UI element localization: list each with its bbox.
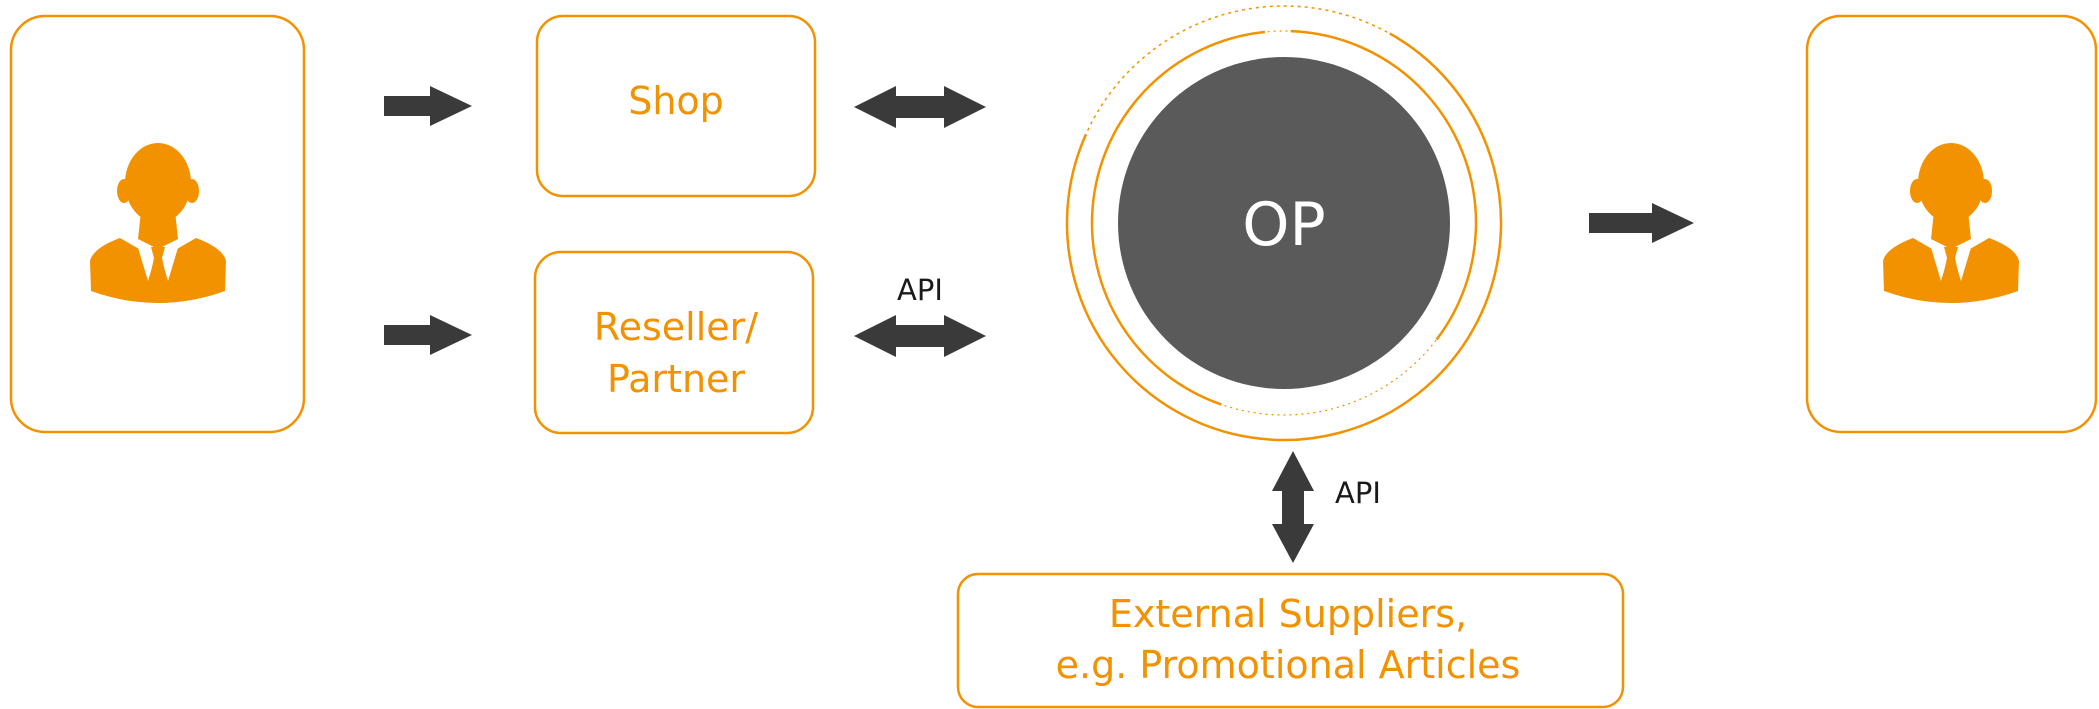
external-suppliers-line2: e.g. Promotional Articles (1056, 643, 1521, 687)
api-label-op-external: API (1335, 476, 1381, 510)
op-dotted-ring (1066, 5, 1502, 441)
reseller-label-line2: Partner (607, 357, 745, 401)
recipient-person-icon (1883, 143, 2019, 303)
op-hub: OP (1065, 4, 1503, 442)
api-label-reseller-op: API (897, 273, 943, 307)
recipient-box (1805, 14, 2098, 434)
customer-person-icon (90, 143, 226, 303)
arrow-customer-to-reseller (384, 315, 472, 355)
external-suppliers-line1: External Suppliers, (1109, 592, 1467, 636)
op-inner-dotted-ring (1091, 30, 1477, 416)
reseller-box (533, 250, 815, 435)
arrow-shop-op (854, 86, 986, 128)
customer-box (9, 14, 306, 434)
arrow-customer-to-shop (384, 86, 472, 126)
external-suppliers-box (956, 572, 1625, 709)
arrow-reseller-op (854, 315, 986, 357)
shop-box (535, 14, 817, 198)
arrow-op-to-recipient (1589, 203, 1694, 243)
op-label: OP (1242, 190, 1325, 260)
reseller-label-line1: Reseller/ (594, 305, 758, 349)
op-core (1118, 57, 1450, 389)
arrow-op-external (1272, 451, 1314, 563)
shop-label: Shop (628, 79, 724, 123)
